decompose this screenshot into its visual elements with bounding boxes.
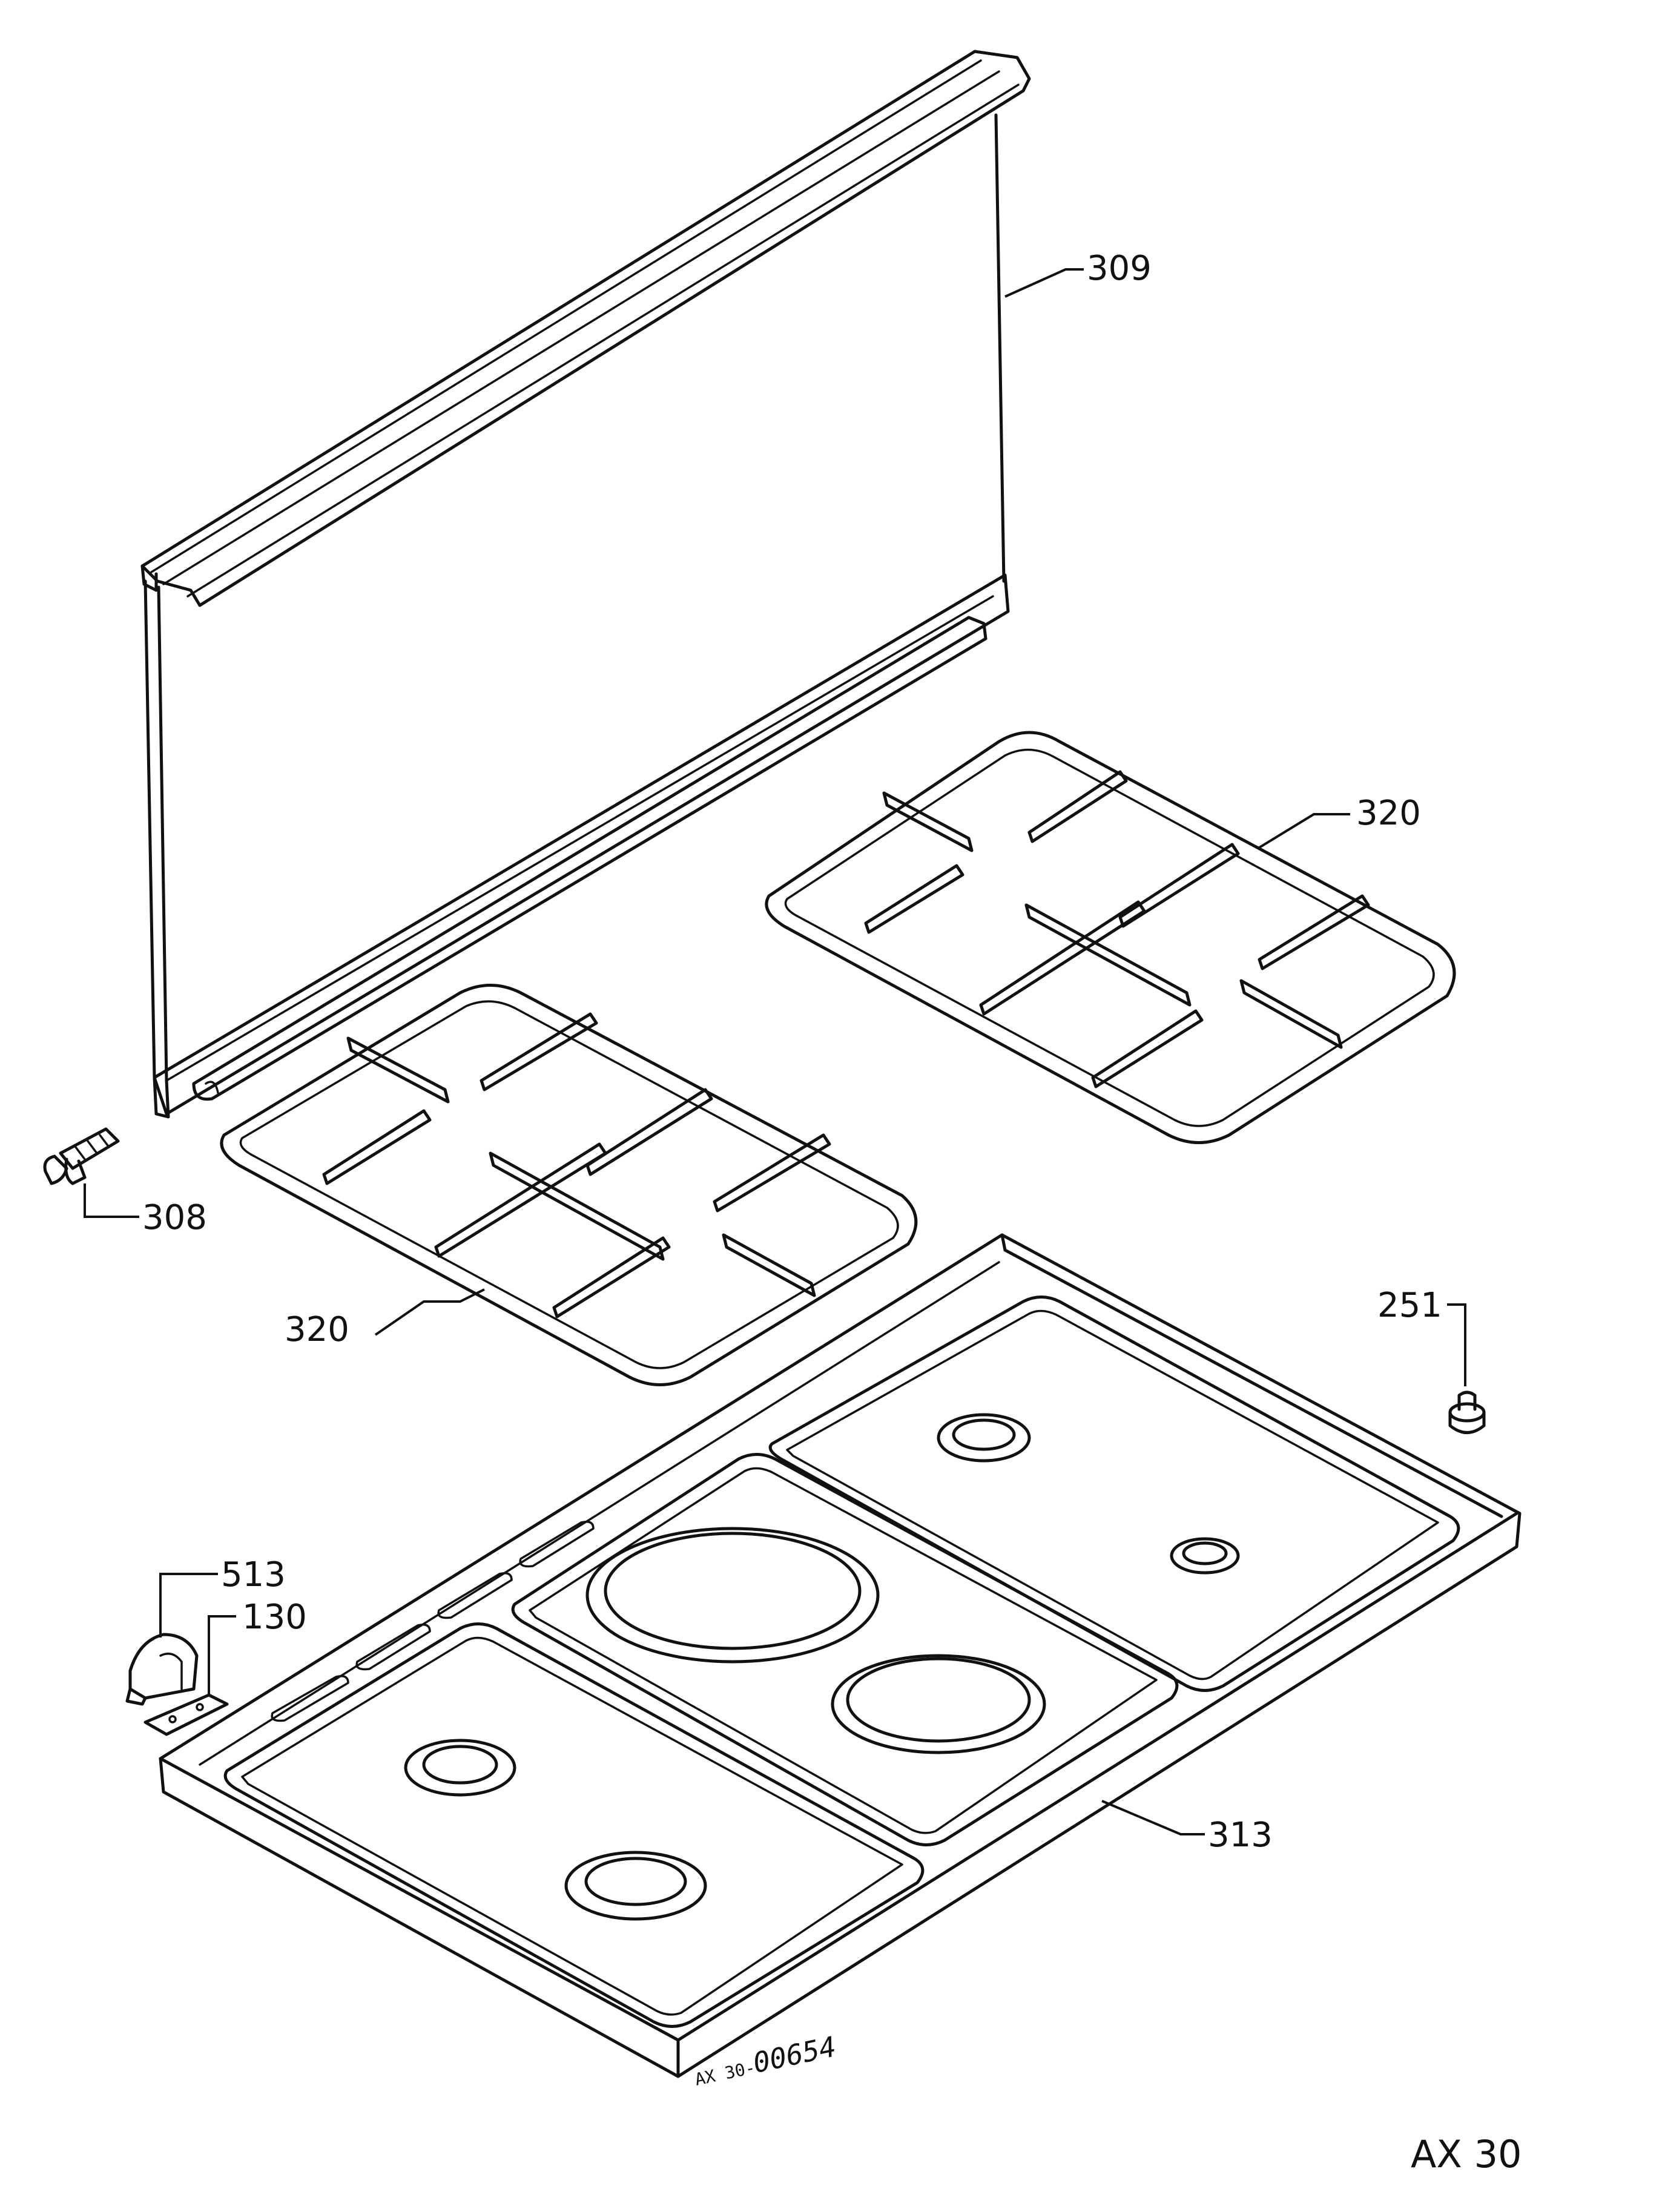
callout-130: 130 <box>242 1598 307 1637</box>
part-313-hob-top <box>159 1233 1522 2078</box>
part-309-glass-lid <box>140 50 1031 1119</box>
callouts: 309 320 320 308 251 513 130 313 <box>142 249 1442 1855</box>
page-code: AX 30 <box>1411 2132 1522 2176</box>
callout-320-right: 320 <box>1356 794 1421 833</box>
leader-308 <box>84 1183 139 1218</box>
leader-513 <box>159 1573 218 1638</box>
callout-513: 513 <box>221 1555 286 1595</box>
part-320-pan-support-right <box>765 731 1456 1144</box>
leader-320-right <box>1258 813 1350 849</box>
leader-251 <box>1447 1303 1466 1386</box>
drawing-number-stamp: AX 30- 00654 <box>693 2030 839 2089</box>
part-320-pan-support-left <box>220 984 918 1386</box>
callout-251: 251 <box>1377 1286 1442 1325</box>
stamp-number: 00654 <box>750 2030 839 2079</box>
part-130-bracket <box>143 1693 229 1736</box>
part-308-hinge-screw <box>43 1127 120 1185</box>
callout-320-left: 320 <box>285 1310 349 1349</box>
callout-309: 309 <box>1087 249 1152 288</box>
leader-lines <box>84 268 1466 1835</box>
leader-309 <box>1004 268 1084 298</box>
part-251-cap <box>1448 1391 1486 1434</box>
leader-320-left <box>374 1288 485 1336</box>
callout-308: 308 <box>142 1198 207 1237</box>
part-513-clip <box>125 1633 199 1706</box>
callout-313: 313 <box>1208 1815 1273 1855</box>
leader-313 <box>1101 1800 1205 1835</box>
leader-130 <box>208 1615 236 1695</box>
